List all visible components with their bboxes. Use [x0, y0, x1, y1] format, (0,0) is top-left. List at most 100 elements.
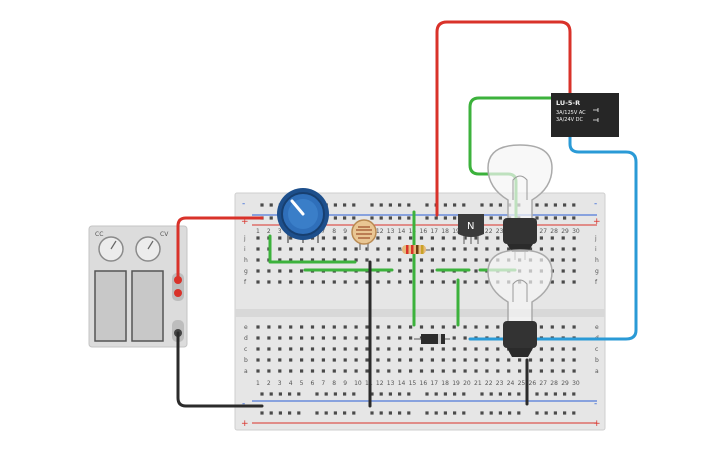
breadboard-hole[interactable]	[354, 358, 358, 362]
diode-icon[interactable]	[414, 334, 450, 344]
breadboard-hole[interactable]	[453, 411, 457, 415]
breadboard-hole[interactable]	[544, 203, 548, 207]
breadboard-hole[interactable]	[498, 411, 502, 415]
breadboard-hole[interactable]	[409, 280, 413, 284]
breadboard-hole[interactable]	[332, 280, 336, 284]
breadboard-hole[interactable]	[365, 247, 369, 251]
breadboard-hole[interactable]	[485, 258, 489, 262]
breadboard-hole[interactable]	[441, 347, 445, 351]
breadboard-hole[interactable]	[441, 247, 445, 251]
breadboard-hole[interactable]	[561, 347, 565, 351]
breadboard-hole[interactable]	[256, 369, 260, 373]
breadboard-hole[interactable]	[310, 247, 315, 251]
breadboard-hole[interactable]	[398, 269, 402, 273]
breadboard-hole[interactable]	[388, 203, 392, 207]
breadboard-hole[interactable]	[572, 236, 576, 240]
breadboard-hole[interactable]	[430, 325, 434, 329]
breadboard-hole[interactable]	[443, 203, 447, 207]
breadboard-hole[interactable]	[550, 358, 554, 362]
power-supply[interactable]: CC CV	[88, 225, 188, 348]
breadboard-hole[interactable]	[419, 369, 424, 373]
breadboard-hole[interactable]	[474, 358, 478, 362]
wires[interactable]	[176, 20, 638, 408]
breadboard-hole[interactable]	[365, 280, 369, 284]
breadboard-hole[interactable]	[419, 269, 424, 273]
breadboard-hole[interactable]	[365, 347, 369, 351]
breadboard-hole[interactable]	[354, 325, 358, 329]
breadboard-hole[interactable]	[398, 336, 402, 340]
lightbulb-icon[interactable]	[487, 249, 553, 357]
breadboard-hole[interactable]	[489, 203, 493, 207]
breadboard-hole[interactable]	[300, 269, 304, 273]
breadboard-hole[interactable]	[387, 358, 391, 362]
breadboard-hole[interactable]	[315, 392, 319, 396]
breadboard-hole[interactable]	[256, 347, 260, 351]
breadboard-hole[interactable]	[376, 369, 380, 373]
breadboard-hole[interactable]	[489, 392, 493, 396]
supply-terminal-positive-2[interactable]	[174, 289, 182, 297]
breadboard-hole[interactable]	[365, 325, 369, 329]
breadboard-hole[interactable]	[443, 411, 447, 415]
breadboard-hole[interactable]	[463, 236, 467, 240]
breadboard-hole[interactable]	[300, 258, 304, 262]
breadboard-hole[interactable]	[474, 269, 478, 273]
breadboard-hole[interactable]	[288, 392, 292, 396]
breadboard-hole[interactable]	[480, 392, 484, 396]
breadboard-hole[interactable]	[572, 347, 576, 351]
breadboard-hole[interactable]	[463, 336, 467, 340]
breadboard-hole[interactable]	[343, 325, 347, 329]
breadboard-hole[interactable]	[508, 411, 512, 415]
breadboard-hole[interactable]	[260, 203, 264, 207]
breadboard-hole[interactable]	[528, 247, 533, 251]
breadboard-hole[interactable]	[441, 280, 445, 284]
breadboard-hole[interactable]	[485, 280, 489, 284]
breadboard-hole[interactable]	[407, 392, 411, 396]
breadboard-hole[interactable]	[267, 269, 271, 273]
breadboard-hole[interactable]	[430, 269, 434, 273]
breadboard-hole[interactable]	[333, 411, 337, 415]
breadboard-hole[interactable]	[343, 336, 347, 340]
breadboard-hole[interactable]	[278, 269, 282, 273]
breadboard-hole[interactable]	[289, 269, 293, 273]
breadboard-hole[interactable]	[398, 216, 402, 220]
breadboard-hole[interactable]	[332, 369, 336, 373]
breadboard-hole[interactable]	[256, 247, 260, 251]
breadboard-hole[interactable]	[278, 325, 282, 329]
breadboard-hole[interactable]	[267, 325, 271, 329]
breadboard-hole[interactable]	[553, 203, 557, 207]
breadboard-hole[interactable]	[256, 280, 260, 284]
breadboard-hole[interactable]	[572, 203, 576, 207]
breadboard-hole[interactable]	[419, 280, 424, 284]
breadboard-hole[interactable]	[376, 325, 380, 329]
breadboard-hole[interactable]	[430, 280, 434, 284]
breadboard-hole[interactable]	[550, 347, 554, 351]
breadboard-hole[interactable]	[278, 369, 282, 373]
breadboard-hole[interactable]	[398, 392, 402, 396]
breadboard-hole[interactable]	[300, 336, 304, 340]
breadboard-hole[interactable]	[370, 203, 374, 207]
breadboard-hole[interactable]	[278, 392, 282, 396]
breadboard-hole[interactable]	[474, 369, 478, 373]
breadboard-hole[interactable]	[278, 347, 282, 351]
breadboard-hole[interactable]	[463, 247, 467, 251]
breadboard-hole[interactable]	[485, 358, 489, 362]
breadboard-hole[interactable]	[419, 358, 424, 362]
breadboard-hole[interactable]	[278, 258, 282, 262]
breadboard-hole[interactable]	[269, 203, 273, 207]
breadboard-hole[interactable]	[489, 216, 493, 220]
transistor-icon[interactable]: N	[458, 214, 484, 244]
breadboard-hole[interactable]	[387, 258, 391, 262]
breadboard-hole[interactable]	[430, 358, 434, 362]
breadboard-hole[interactable]	[398, 280, 402, 284]
breadboard-hole[interactable]	[441, 258, 445, 262]
breadboard-hole[interactable]	[474, 247, 478, 251]
breadboard-hole[interactable]	[354, 347, 358, 351]
breadboard-hole[interactable]	[544, 411, 548, 415]
breadboard-hole[interactable]	[572, 216, 576, 220]
breadboard-hole[interactable]	[267, 358, 271, 362]
breadboard-hole[interactable]	[269, 216, 273, 220]
breadboard-hole[interactable]	[376, 358, 380, 362]
breadboard-hole[interactable]	[398, 369, 402, 373]
breadboard-hole[interactable]	[321, 258, 325, 262]
breadboard-hole[interactable]	[267, 347, 271, 351]
